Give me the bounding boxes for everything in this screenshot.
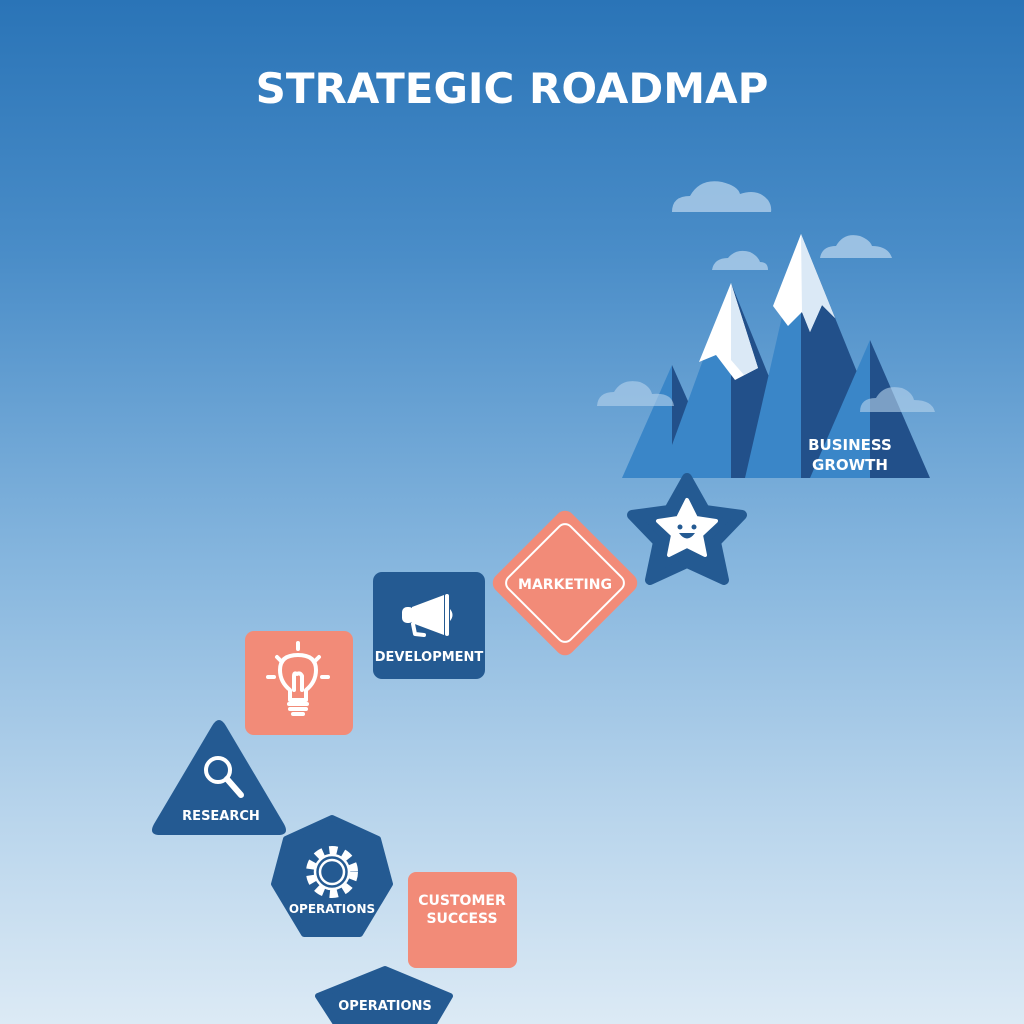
megaphone-icon — [402, 594, 453, 637]
step-idea[interactable] — [245, 631, 353, 735]
step-research[interactable]: RESEARCH — [152, 720, 286, 835]
research-label: RESEARCH — [182, 809, 260, 824]
cloud-icon — [712, 250, 768, 270]
page-title: STRATEGIC ROADMAP — [256, 64, 769, 113]
step-marketing[interactable]: MARKETING — [489, 507, 642, 660]
step-customer-success[interactable]: CUSTOMER SUCCESS — [408, 872, 517, 968]
goal-label-line2: GROWTH — [812, 456, 888, 474]
gear-icon — [306, 846, 358, 898]
cloud-icon — [860, 387, 935, 412]
operations-label: OPERATIONS — [289, 902, 375, 916]
step-operations[interactable]: OPERATIONS — [271, 815, 393, 937]
step-operations-2[interactable]: OPERATIONS — [315, 966, 453, 1024]
customer-success-line2: SUCCESS — [426, 911, 497, 927]
operations-2-label: OPERATIONS — [338, 999, 432, 1014]
goal-label-line1: BUSINESS — [808, 436, 892, 454]
cloud-icon — [672, 181, 772, 212]
step-star[interactable] — [627, 473, 747, 585]
cloud-icon — [820, 235, 892, 258]
step-development[interactable]: DEVELOPMENT — [373, 572, 485, 679]
magnifier-icon — [204, 756, 244, 798]
development-label: DEVELOPMENT — [375, 650, 484, 665]
mountain-icon: BUSINESS GROWTH — [597, 181, 935, 478]
lightbulb-icon — [266, 641, 330, 716]
cloud-icon — [597, 381, 674, 406]
smiling-star-icon — [656, 498, 718, 557]
marketing-label: MARKETING — [518, 577, 612, 593]
customer-success-line1: CUSTOMER — [418, 893, 506, 909]
